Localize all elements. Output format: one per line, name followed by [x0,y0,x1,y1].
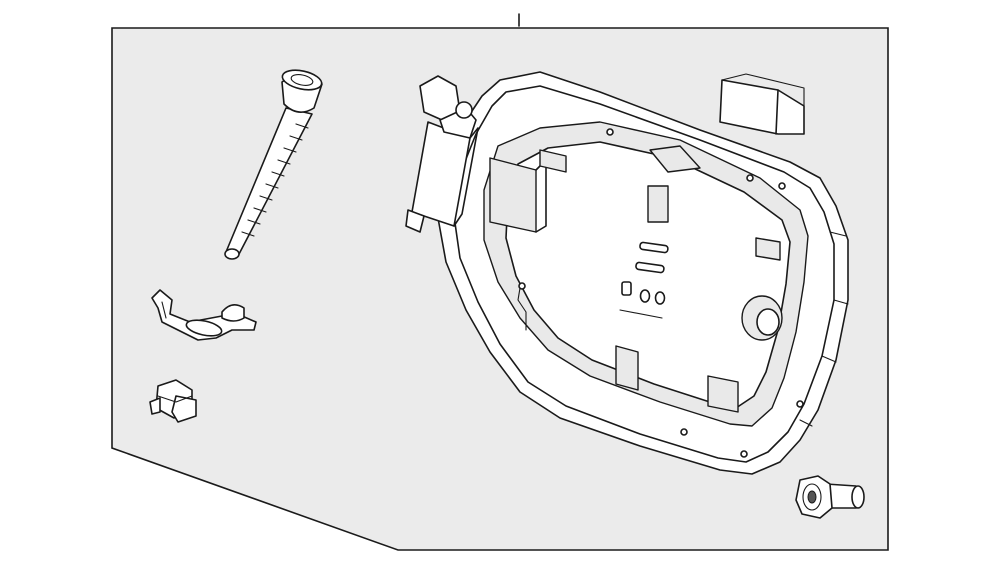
fuel-door-housing-icon [405,71,849,475]
bracket-clip-icon [151,289,257,341]
bumper-icon [719,73,805,135]
bolt-icon [795,475,865,519]
screw-icon [224,69,323,260]
connector-clip-icon [149,379,197,423]
